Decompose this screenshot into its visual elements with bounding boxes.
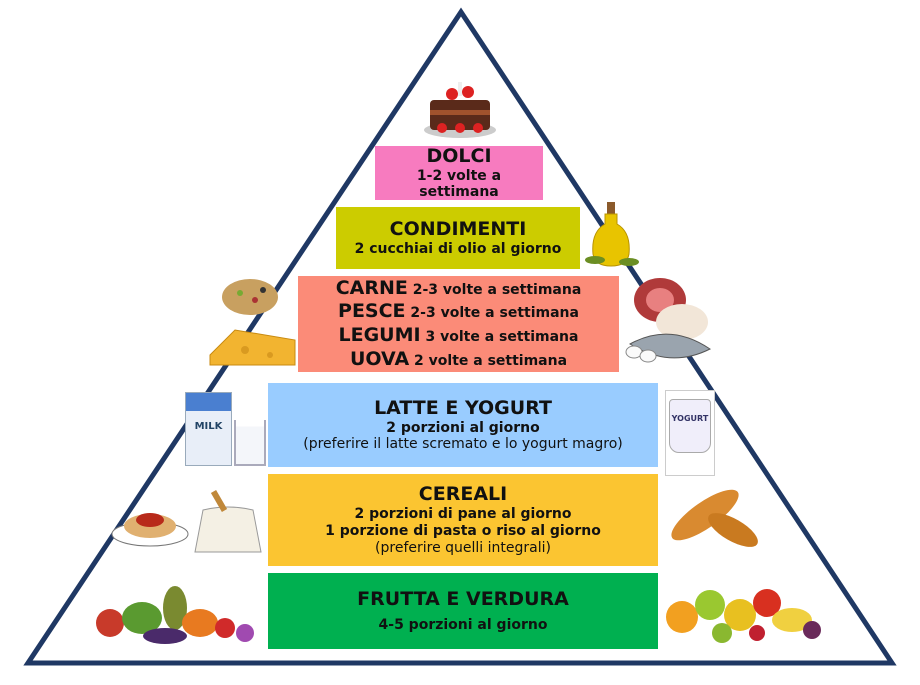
vegetables-image bbox=[96, 586, 254, 644]
frutta-frequency: 4-5 porzioni al giorno bbox=[378, 617, 548, 633]
bread-image bbox=[671, 489, 758, 547]
yogurt-label: YOGURT bbox=[671, 414, 709, 423]
condimenti-title: CONDIMENTI bbox=[389, 218, 527, 241]
level-proteine: CARNE 2-3 volte a settimana PESCE 2-3 vo… bbox=[298, 276, 619, 372]
row-carne: CARNE 2-3 volte a settimana bbox=[336, 277, 582, 301]
meat-fish-eggs-image bbox=[625, 278, 711, 363]
yogurt-image: YOGURT bbox=[665, 390, 715, 476]
latte-title: LATTE E YOGURT bbox=[374, 396, 552, 419]
milk-carton-image: MILK bbox=[185, 392, 232, 466]
row-pesce: PESCE 2-3 volte a settimana bbox=[338, 300, 579, 324]
cereali-title: CEREALI bbox=[418, 483, 508, 506]
milk-label: MILK bbox=[194, 421, 223, 432]
pesce-frequency: 2-3 volte a settimana bbox=[410, 305, 579, 322]
legumi-frequency: 3 volte a settimana bbox=[425, 329, 579, 345]
carne-label: CARNE bbox=[335, 276, 408, 299]
cake-image bbox=[424, 82, 496, 138]
level-frutta: FRUTTA E VERDURA 4-5 porzioni al giorno bbox=[268, 573, 658, 649]
olive-oil-image bbox=[585, 202, 639, 267]
latte-note: (preferire il latte scremato e lo yogurt… bbox=[303, 436, 623, 453]
level-cereali: CEREALI 2 porzioni di pane al giorno 1 p… bbox=[268, 474, 658, 566]
fruit-image bbox=[666, 589, 821, 643]
uova-frequency: 2 volte a settimana bbox=[414, 352, 568, 369]
level-condimenti: CONDIMENTI 2 cucchiai di olio al giorno bbox=[336, 207, 580, 269]
milk-glass-image bbox=[234, 420, 266, 466]
latte-frequency: 2 porzioni al giorno bbox=[386, 419, 540, 436]
uova-label: UOVA bbox=[349, 347, 410, 370]
condimenti-frequency: 2 cucchiai di olio al giorno bbox=[354, 241, 562, 257]
frutta-title: FRUTTA E VERDURA bbox=[357, 588, 569, 611]
cereali-note: (preferire quelli integrali) bbox=[375, 539, 551, 556]
carne-frequency: 2-3 volte a settimana bbox=[412, 281, 582, 298]
legumi-label: LEGUMI bbox=[338, 324, 421, 346]
level-latte: LATTE E YOGURT 2 porzioni al giorno (pre… bbox=[268, 383, 658, 467]
row-legumi: LEGUMI 3 volte a settimana bbox=[339, 324, 579, 348]
pesce-label: PESCE bbox=[338, 300, 406, 323]
row-uova: UOVA 2 volte a settimana bbox=[350, 348, 567, 372]
cereali-line1: 2 porzioni di pane al giorno bbox=[354, 506, 572, 523]
cereali-line2: 1 porzione di pasta o riso al giorno bbox=[325, 523, 601, 539]
level-dolci: DOLCI 1-2 volte a settimana bbox=[375, 144, 543, 201]
pasta-flour-image bbox=[111, 489, 262, 553]
legumes-cheese-image bbox=[209, 279, 296, 366]
dolci-frequency: 1-2 volte a settimana bbox=[416, 167, 502, 201]
dolci-title: DOLCI bbox=[426, 144, 492, 167]
